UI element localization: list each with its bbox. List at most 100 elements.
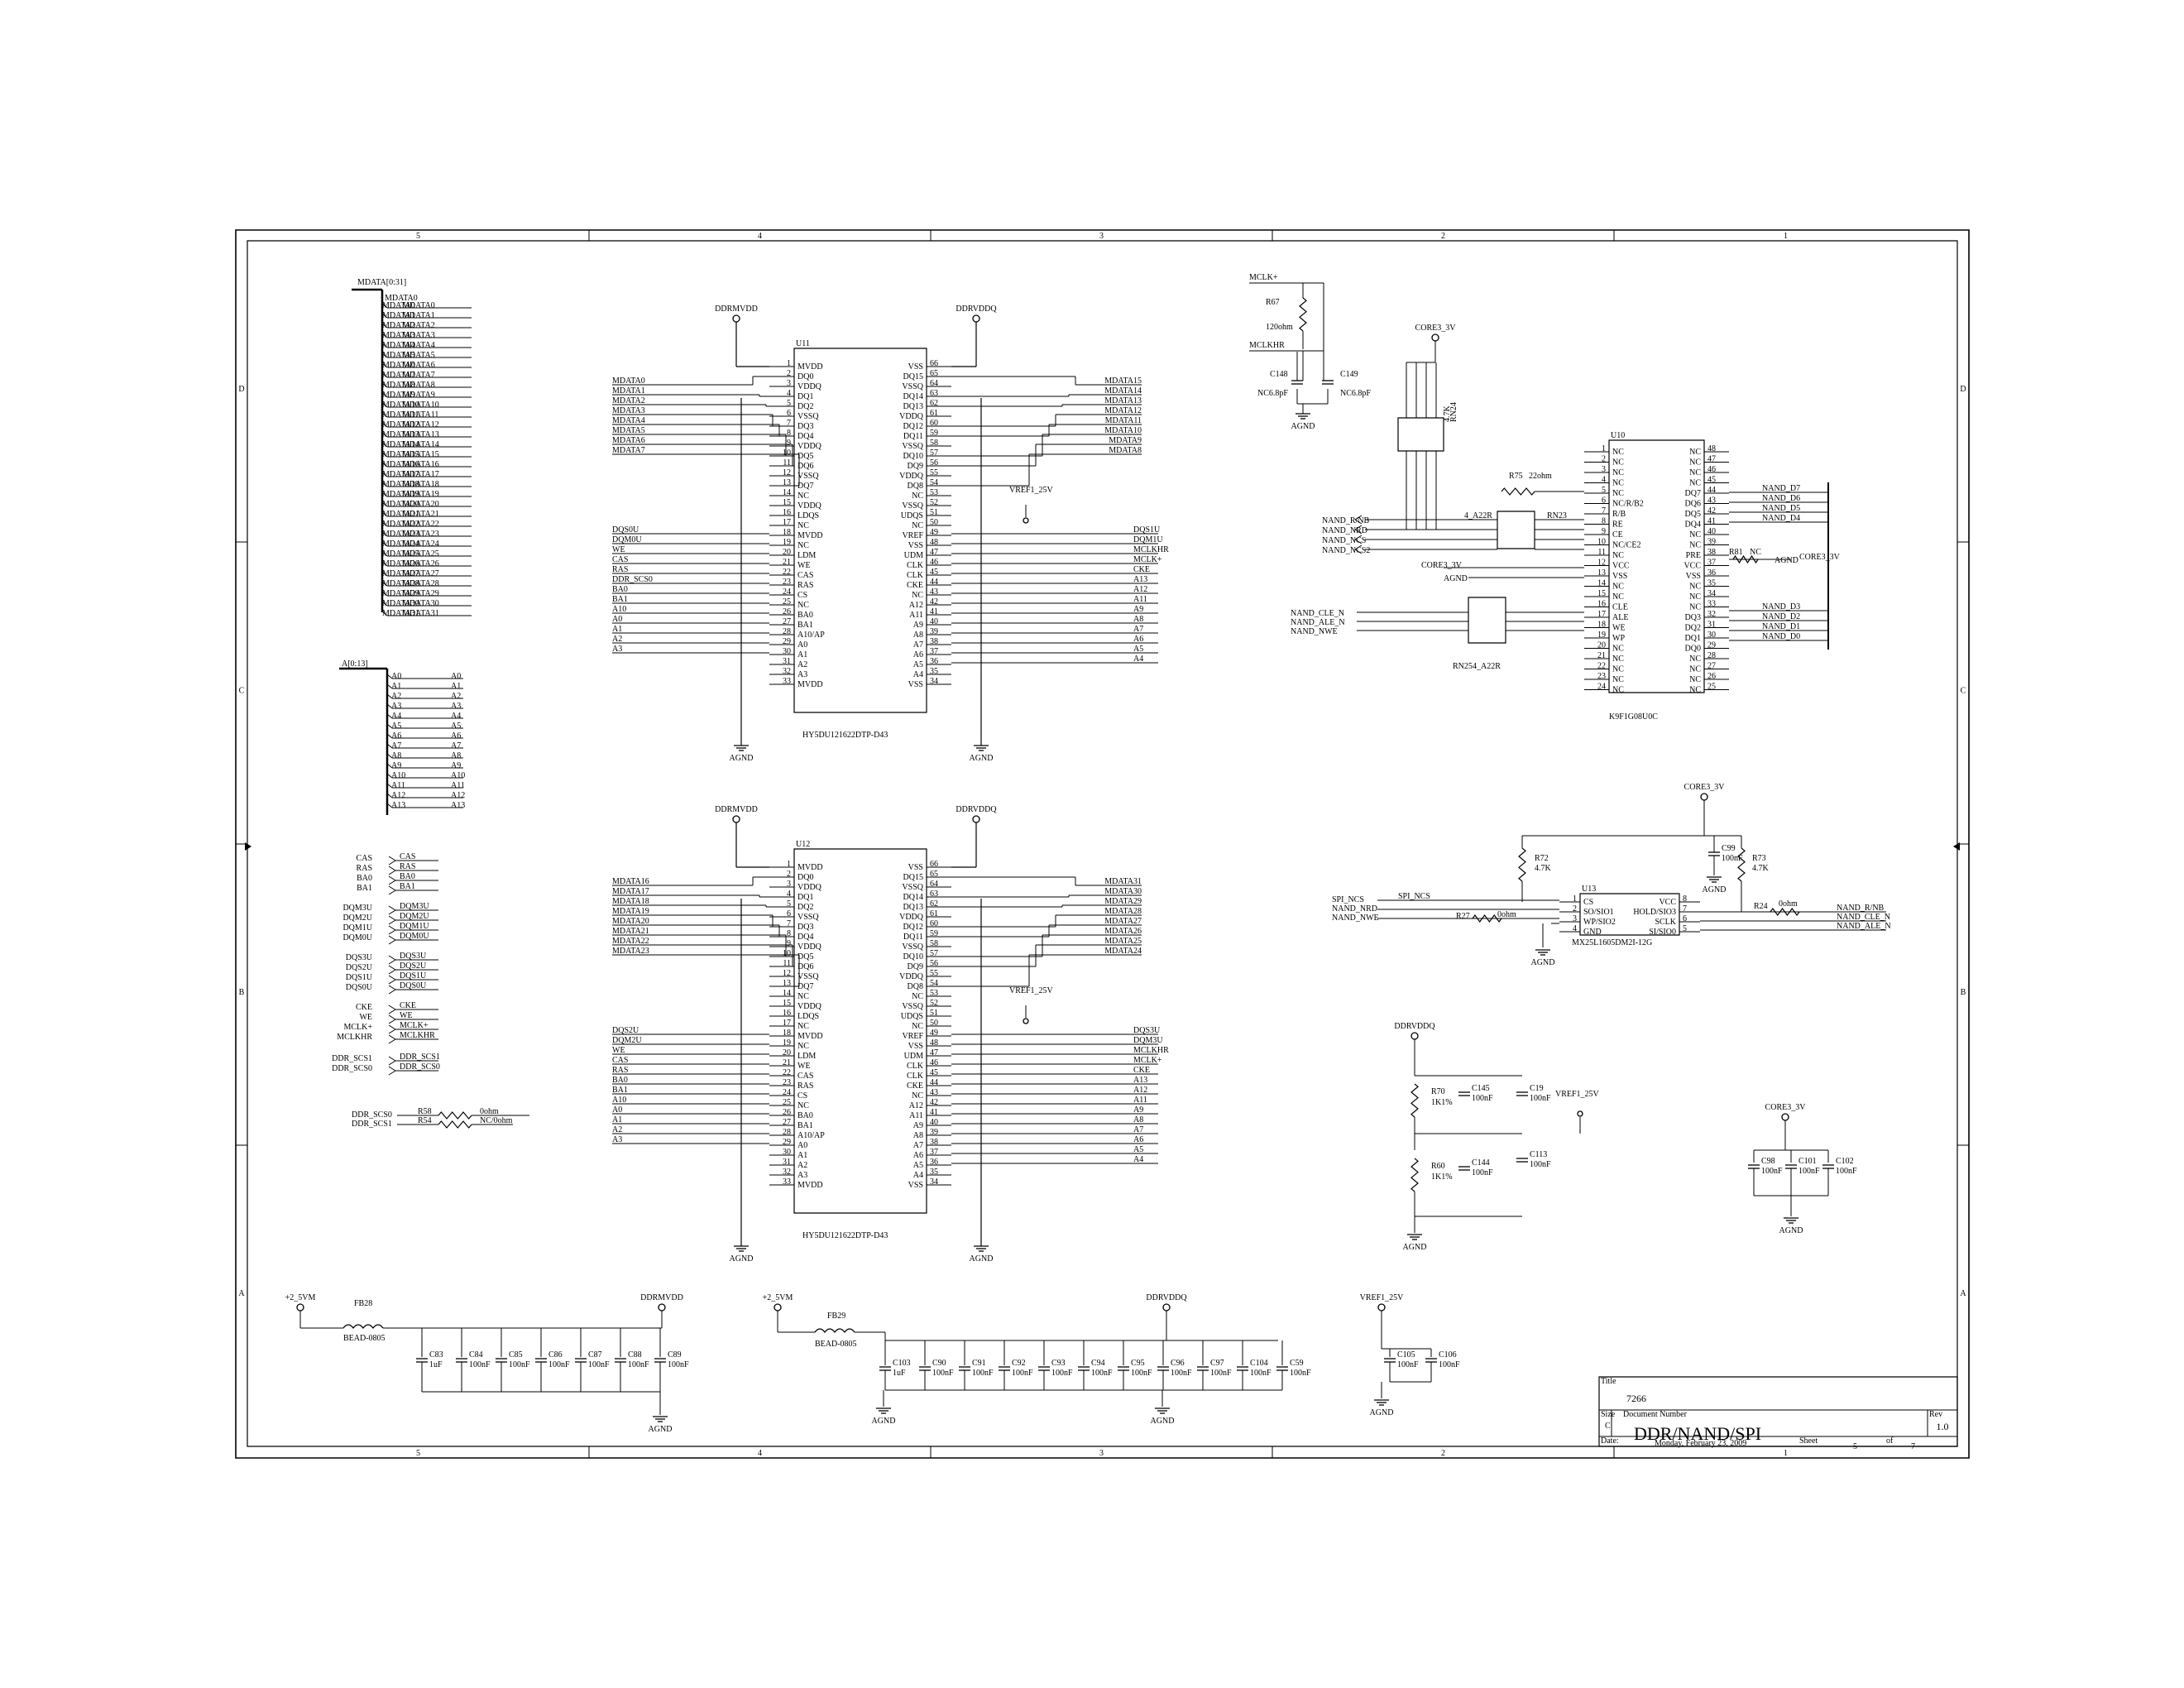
pin-number: 16: [783, 508, 791, 517]
pin-name: DQ5: [1685, 510, 1701, 519]
bus-name: A[0:13]: [342, 659, 368, 669]
net-arrow-icon: [389, 985, 395, 990]
sheet-label: Sheet: [1799, 1436, 1818, 1446]
pin-number: 57: [930, 949, 938, 958]
of-value: 7: [1911, 1442, 1915, 1451]
bus-entry: [382, 333, 387, 338]
bus-entry: [387, 684, 392, 688]
signal-net-label: DQS0U: [400, 981, 427, 990]
ddr-ctrl-net: RAS: [612, 1066, 628, 1075]
ground-net-label: AGND: [1444, 574, 1468, 583]
pin-name: NC: [1612, 675, 1624, 684]
pin-number: 28: [1707, 651, 1716, 660]
pin-name: CS: [1583, 898, 1593, 907]
pin-number: 47: [1707, 455, 1716, 464]
scs-input: DDR_SCS1: [352, 1120, 392, 1129]
pin-name: CE: [1612, 530, 1623, 539]
pin-number: 52: [930, 498, 938, 507]
ddr-data-net: MDATA0: [612, 376, 645, 386]
bus-net-label: MDATA19: [402, 490, 439, 499]
pin-name: VDDQ: [797, 883, 822, 892]
frame-inner: [247, 241, 1957, 1446]
pin-name: A7: [913, 640, 923, 650]
resistor-ref: R58: [418, 1107, 432, 1116]
pin-number: 14: [1597, 579, 1606, 588]
bus-net-label: MDATA20: [382, 500, 419, 509]
signal-label: DQS1U: [346, 973, 373, 982]
bus-net-label: MDATA2: [402, 321, 435, 330]
pin-name: VSS: [908, 362, 923, 372]
signal-label: RAS: [357, 864, 372, 873]
net-arrow-icon: [1355, 525, 1362, 530]
pin-name: DQ4: [797, 432, 813, 441]
doc-label: Document Number: [1623, 1410, 1688, 1419]
pin-name: DQ11: [903, 432, 923, 441]
resistor-ref: R54: [418, 1116, 432, 1125]
pin-name: BA0: [797, 611, 813, 620]
ddr-data-net: MDATA10: [1104, 426, 1142, 435]
pin-name: VSS: [1612, 572, 1627, 581]
pin-number: 56: [930, 458, 938, 468]
pin-number: 41: [1707, 517, 1716, 526]
capacitor-value: 100nF: [1472, 1094, 1493, 1103]
pin-number: 29: [783, 1138, 791, 1147]
ddr-data-net: MDATA11: [1105, 416, 1142, 425]
bus-net-label: MDATA30: [382, 599, 419, 608]
ddr-ctrl-net: A4: [1133, 1155, 1143, 1164]
bus-net-label: MDATA15: [382, 450, 419, 459]
bus-entry: [382, 433, 387, 437]
pin-number: 15: [1597, 589, 1606, 598]
frame-arrow-icon: [1953, 842, 1960, 851]
power-port-icon: [973, 816, 979, 822]
signal-net-label: BA0: [400, 872, 415, 881]
ddr-ctrl-net: DQM0U: [612, 535, 642, 544]
pin-number: 36: [1707, 568, 1716, 578]
bus-net-label: A2: [451, 692, 461, 701]
ddr-ctrl-net: CAS: [612, 1056, 628, 1065]
sheet-value: 5: [1853, 1442, 1857, 1451]
power-net-label: DDRVDDQ: [956, 805, 997, 814]
pin-name: DQ7: [1685, 489, 1701, 498]
ddr-data-net: MDATA21: [612, 927, 649, 936]
pin-number: 41: [930, 1108, 938, 1117]
spi-output-net: NAND_CLE_N: [1837, 913, 1890, 922]
pin-name: DQ8: [908, 982, 923, 991]
bus-entry: [387, 764, 392, 768]
pin-name: RAS: [797, 1081, 813, 1091]
ddr-ctrl-net: A8: [1133, 615, 1143, 624]
clock-net-label: MCLK+: [1249, 273, 1278, 282]
capacitor-value: 100nF: [1012, 1369, 1033, 1378]
bus-entry: [382, 343, 387, 348]
bus-net-label: MDATA18: [402, 480, 439, 489]
pin-name: A4: [913, 1171, 923, 1180]
ddr-chip-body: [794, 849, 927, 1213]
pin-name: NC: [797, 1022, 809, 1031]
bus-net-label: MDATA24: [382, 539, 419, 549]
ddr-ctrl-net: A1: [612, 625, 622, 634]
pin-name: SO/SIO1: [1583, 908, 1614, 917]
resistor-ref: R24: [1754, 902, 1768, 911]
vref-port-icon: [1023, 518, 1028, 523]
capacitor-ref: C98: [1761, 1157, 1775, 1166]
bus-entry: [382, 423, 387, 427]
pin-name: WE: [797, 561, 811, 570]
pin-name: A3: [797, 670, 807, 679]
spi-output-net: NAND_ALE_N: [1837, 922, 1891, 931]
ddr-ctrl-net: A10: [612, 1096, 626, 1105]
resistor-ref: R60: [1431, 1162, 1445, 1171]
pin-name: NC: [1689, 448, 1701, 457]
bus-entry: [382, 492, 387, 496]
net-arrow-icon: [389, 970, 395, 974]
pin-number: 62: [930, 399, 938, 408]
bus-net-label: MDATA16: [382, 460, 419, 469]
capacitor-ref: C59: [1290, 1359, 1304, 1368]
ground-net-label: AGND: [1774, 556, 1798, 565]
bus-entry: [382, 363, 387, 367]
pin-name: DQ9: [908, 462, 923, 471]
net-arrow-icon: [389, 980, 395, 984]
power-net-label: VREF1_25V: [1360, 1293, 1405, 1302]
ddr-ctrl-net: DQM1U: [1133, 535, 1163, 544]
pin-name: VCC: [1659, 898, 1676, 907]
bus-net-label: A13: [391, 801, 405, 810]
capacitor-value: 100nF: [1171, 1369, 1192, 1378]
